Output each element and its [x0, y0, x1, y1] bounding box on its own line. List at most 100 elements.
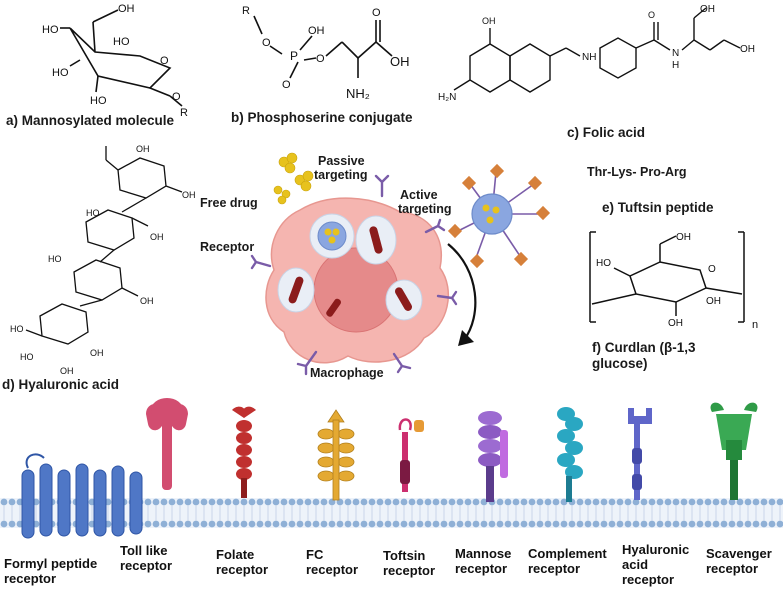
- lipid-head: [304, 520, 312, 528]
- chem-ho: HO: [86, 208, 100, 218]
- receptor-name-line: receptor: [383, 563, 436, 578]
- receptor-name-line: acid: [622, 557, 649, 572]
- chem-oh: OH: [676, 232, 691, 243]
- chem-n-subscript: n: [752, 319, 758, 331]
- lipid-head: [560, 498, 568, 506]
- lipid-head: [224, 520, 232, 528]
- lipid-head: [416, 498, 424, 506]
- lipid-head: [696, 498, 704, 506]
- receptor-name-line: receptor: [306, 562, 359, 577]
- lipid-head: [496, 498, 504, 506]
- lipid-head: [640, 498, 648, 506]
- lipid-head: [760, 498, 768, 506]
- lipid-head: [168, 498, 176, 506]
- chem-o: O: [316, 53, 325, 65]
- receptor-name-line: receptor: [4, 571, 57, 586]
- receptor-name-line: receptor: [216, 562, 269, 577]
- chem-nh2: NH₂: [346, 86, 370, 101]
- lipid-head: [440, 520, 448, 528]
- chem-oh: OH: [60, 366, 74, 376]
- lipid-head: [384, 520, 392, 528]
- lipid-head: [184, 520, 192, 528]
- lipid-head: [312, 498, 320, 506]
- lipid-head: [616, 498, 624, 506]
- receptor-name-line: Toftsin: [383, 548, 426, 563]
- lipid-head: [456, 520, 464, 528]
- lipid-head: [680, 498, 688, 506]
- complement-receptor-graphic: [557, 407, 583, 502]
- chem-oh: OH: [140, 296, 154, 306]
- panel-f-label-line1: f) Curdlan (β-1,3: [592, 340, 696, 355]
- lipid-head: [480, 520, 488, 528]
- phosphoserine-structure: [253, 15, 393, 79]
- receptor-name-line: Complement: [528, 546, 607, 561]
- chem-r: R: [180, 107, 188, 119]
- folic-acid-structure: [453, 7, 741, 93]
- tuftsin-receptor-graphic: [398, 418, 424, 492]
- receptor-name-line: receptor: [622, 572, 675, 587]
- lipid-head: [768, 498, 776, 506]
- receptor-name-line: Hyaluronic: [622, 542, 690, 557]
- surface-receptors: [250, 174, 458, 376]
- chem-ho: HO: [596, 258, 611, 269]
- lipid-head: [152, 520, 160, 528]
- lipid-head: [280, 498, 288, 506]
- toll-like-receptor-graphic: [146, 398, 188, 490]
- lipid-head: [520, 498, 528, 506]
- lipid-head: [544, 520, 552, 528]
- lipid-head: [720, 498, 728, 506]
- curdlan-structure: [589, 231, 745, 323]
- lipid-head: [392, 498, 400, 506]
- chem-ho: HO: [48, 254, 62, 264]
- chem-ho: HO: [52, 67, 69, 79]
- receptor-name-line: receptor: [120, 558, 173, 573]
- chem-oh: OH: [308, 25, 325, 37]
- free-drug-particles: [273, 152, 314, 205]
- receptor-name-hyaluronic-acid: Hyaluronic acid receptor: [622, 542, 689, 587]
- lipid-head: [744, 520, 752, 528]
- lipid-head: [496, 520, 504, 528]
- lipid-head: [656, 498, 664, 506]
- lipid-head: [600, 520, 608, 528]
- formyl-peptide-receptor-graphic: [21, 453, 143, 539]
- lipid-head: [368, 520, 376, 528]
- lipid-head: [544, 498, 552, 506]
- chem-r: R: [242, 5, 250, 17]
- chem-nh: NH: [582, 52, 596, 63]
- receptor-name-line: FC: [306, 547, 324, 562]
- lipid-head: [536, 520, 544, 528]
- lipid-head: [688, 520, 696, 528]
- lipid-head: [624, 520, 632, 528]
- lipid-head: [576, 520, 584, 528]
- tuftsin-sequence: Thr-Lys- Pro-Arg: [587, 165, 687, 179]
- panel-f-label-line2: glucose): [592, 356, 648, 371]
- lipid-head: [240, 498, 248, 506]
- lipid-head: [736, 498, 744, 506]
- chem-oh: OH: [182, 190, 196, 200]
- receptor-name-line: Scavenger: [706, 546, 772, 561]
- lipid-head: [376, 498, 384, 506]
- chem-oh: OH: [90, 348, 104, 358]
- lipid-head: [232, 520, 240, 528]
- lipid-head: [216, 520, 224, 528]
- chem-p: P: [290, 49, 298, 63]
- lipid-head: [384, 498, 392, 506]
- panel-d-label: d) Hyaluronic acid: [2, 377, 120, 392]
- chem-o: O: [172, 91, 181, 103]
- uptake-arrowhead: [458, 330, 474, 346]
- lipid-head: [512, 498, 520, 506]
- receptor-name-toftsin: Toftsin receptor: [383, 548, 435, 578]
- fc-receptor-graphic: [317, 409, 355, 501]
- lipid-head: [744, 498, 752, 506]
- lipid-head: [656, 520, 664, 528]
- lipid-head: [200, 498, 208, 506]
- lipid-head: [400, 498, 408, 506]
- receptor-name-line: receptor: [455, 561, 508, 576]
- lipid-head: [264, 520, 272, 528]
- passive-targeting-label-2: targeting: [314, 168, 368, 182]
- lipid-head: [536, 498, 544, 506]
- chem-o: O: [160, 55, 169, 67]
- lipid-head: [736, 520, 744, 528]
